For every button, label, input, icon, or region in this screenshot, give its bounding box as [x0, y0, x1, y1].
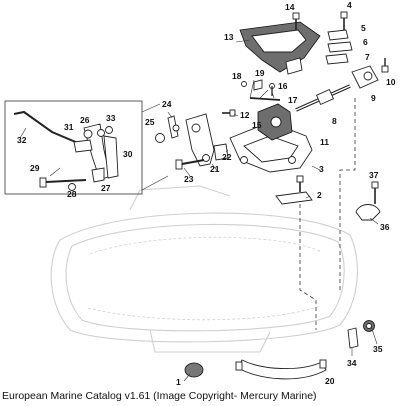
label-part-19: 19 — [255, 68, 265, 78]
part-8-cable — [295, 84, 351, 112]
part-9-end-fitting — [351, 65, 379, 89]
label-part-21: 21 — [210, 164, 220, 174]
label-part-4: 4 — [347, 0, 352, 10]
label-part-10: 10 — [386, 77, 396, 87]
part-1-cap — [184, 362, 204, 378]
label-part-23: 23 — [184, 174, 194, 184]
label-part-22: 22 — [222, 152, 232, 162]
part-24-link — [167, 115, 180, 139]
label-part-25: 25 — [145, 117, 155, 127]
label-part-33: 33 — [106, 113, 116, 123]
part-22-link — [213, 143, 229, 161]
label-part-8: 8 — [332, 116, 337, 126]
part-19-clip — [253, 79, 263, 91]
part-34-grommet — [347, 327, 359, 349]
label-part-31: 31 — [64, 122, 74, 132]
label-part-27: 27 — [101, 183, 111, 193]
label-part-28: 28 — [67, 189, 77, 199]
part-2-plate — [275, 191, 313, 205]
part-10-screw — [381, 58, 389, 73]
assembly-line-2 — [339, 98, 356, 290]
part-5-plate — [327, 29, 349, 41]
label-part-37: 37 — [369, 170, 379, 180]
part-37-screw — [371, 181, 379, 204]
part-16-pin — [269, 83, 275, 96]
part-15-cam — [257, 103, 293, 141]
detail-box — [4, 100, 169, 195]
part-29-bolt — [39, 177, 87, 188]
part-36-clamp — [355, 204, 381, 221]
label-part-15: 15 — [252, 120, 262, 130]
label-part-32: 32 — [17, 135, 27, 145]
part-35-plug — [363, 320, 375, 332]
part-12-screw — [222, 109, 236, 117]
label-part-5: 5 — [361, 23, 366, 33]
part-30-lever — [103, 135, 119, 179]
label-part-7: 7 — [365, 52, 370, 62]
label-part-13: 13 — [224, 32, 234, 42]
part-6-plate — [327, 41, 353, 53]
label-part-9: 9 — [371, 93, 376, 103]
assembly-line — [299, 204, 317, 330]
part-23-bolt — [175, 159, 205, 170]
part-32-rod — [13, 110, 79, 144]
label-part-26: 26 — [80, 115, 90, 125]
part-18-washer — [241, 81, 247, 87]
label-part-24: 24 — [162, 99, 172, 109]
label-part-14: 14 — [285, 2, 295, 12]
part-4-screw — [340, 11, 348, 30]
label-part-20: 20 — [325, 376, 335, 386]
part-20-strap — [235, 359, 327, 380]
label-part-3: 3 — [319, 164, 324, 174]
part-7-spacer — [325, 53, 349, 65]
label-part-30: 30 — [123, 149, 133, 159]
label-part-1: 1 — [176, 377, 181, 387]
label-part-11: 11 — [320, 137, 329, 147]
label-part-16: 16 — [278, 81, 288, 91]
label-part-12: 12 — [240, 110, 250, 120]
leader-lines — [49, 39, 379, 382]
label-part-17: 17 — [288, 95, 298, 105]
image-caption: European Marine Catalog v1.61 (Image Cop… — [2, 390, 317, 402]
part-25-cap — [155, 133, 165, 143]
label-part-6: 6 — [363, 37, 368, 47]
label-part-2: 2 — [317, 190, 322, 200]
part-13-top-bracket — [239, 21, 321, 75]
cowling-ghost-outline — [50, 185, 358, 353]
label-part-18: 18 — [232, 71, 242, 81]
part-14-screw — [292, 12, 300, 30]
label-part-35: 35 — [373, 344, 383, 354]
label-part-29: 29 — [30, 163, 40, 173]
part-28-washer — [68, 183, 76, 191]
part-17-rod — [249, 97, 281, 101]
part-21-throttle-arm — [185, 113, 215, 167]
part-11-bracket — [229, 121, 313, 173]
part-3-screw — [296, 175, 304, 192]
label-part-34: 34 — [347, 358, 357, 368]
part-26-linkage-bracket — [73, 123, 111, 181]
label-part-36: 36 — [380, 222, 390, 232]
part-27-clip — [91, 167, 105, 183]
part-33-nut — [105, 126, 113, 134]
part-number-labels: 1 2 3 4 5 6 7 8 9 10 11 12 13 14 15 16 1… — [17, 0, 396, 387]
